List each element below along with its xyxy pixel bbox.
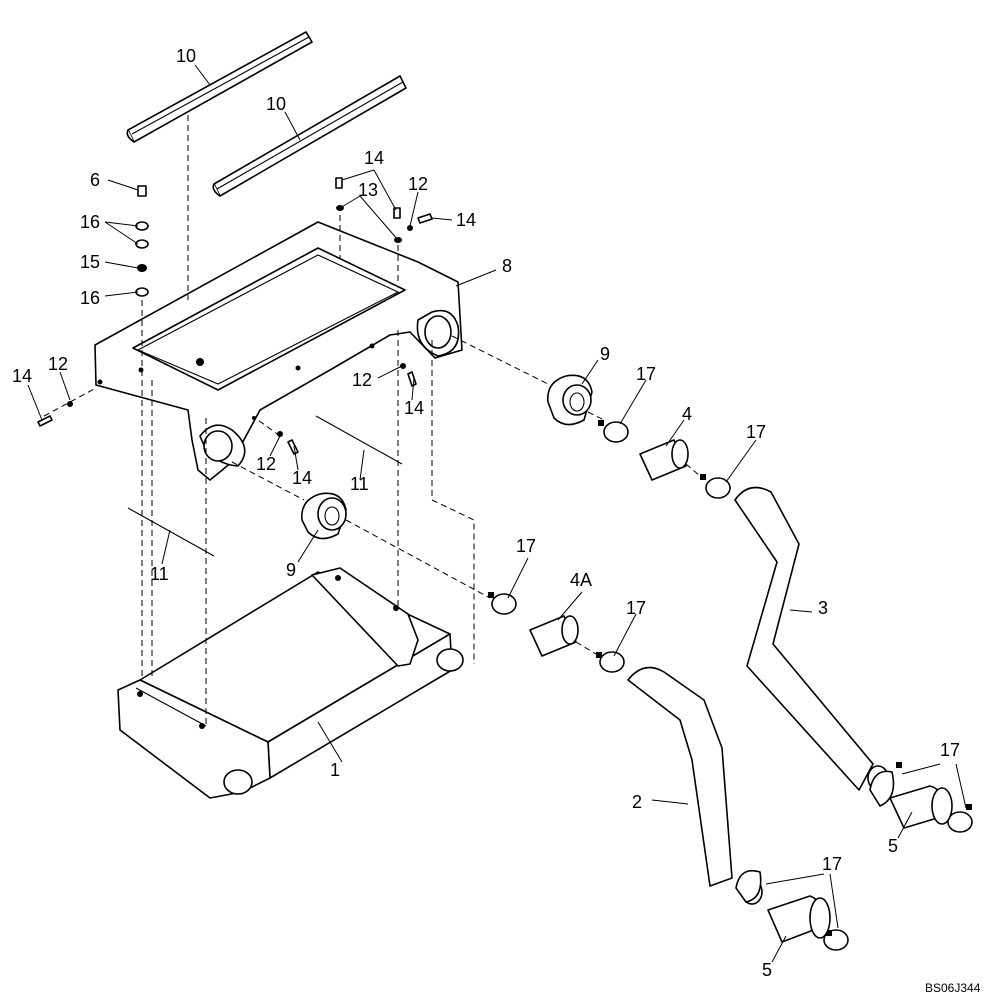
callout-label: 12 (408, 174, 428, 194)
callout-label: 6 (90, 170, 100, 190)
callout-label: 9 (600, 344, 610, 364)
coupler-4a (529, 615, 579, 657)
drawing-reference-code: BS06J344 (925, 981, 981, 995)
callout-label: 4A (570, 570, 592, 590)
callout-label: 17 (636, 364, 656, 384)
callout-label: 17 (940, 740, 960, 760)
callout-label: 12 (352, 370, 372, 390)
callout-label: 16 (80, 288, 100, 308)
weather-strip-lower (212, 75, 407, 197)
callout-label: 5 (762, 960, 772, 980)
seal-strip-right (315, 415, 403, 465)
callout-label: 17 (822, 854, 842, 874)
callout-label: 9 (286, 560, 296, 580)
leader-lines (27, 64, 967, 963)
callout-label: 4 (682, 404, 692, 424)
callout-label: 12 (256, 454, 276, 474)
callout-label: 8 (502, 256, 512, 276)
callout-label: 14 (456, 210, 476, 230)
callout-label: 5 (888, 836, 898, 856)
callout-label: 1 (330, 760, 340, 780)
callout-label: 14 (404, 398, 424, 418)
seal-strip-left (127, 507, 215, 557)
callout-label: 14 (292, 468, 312, 488)
grommet-lower (301, 492, 347, 540)
callout-labels: 10 10 6 16 15 16 14 13 12 14 8 14 12 12 … (12, 46, 960, 980)
callout-label: 10 (176, 46, 196, 66)
callout-label: 14 (364, 148, 384, 168)
hose-3 (734, 486, 953, 829)
callout-label: 15 (80, 252, 100, 272)
grommet-upper (547, 374, 593, 426)
callout-label: 11 (150, 564, 169, 584)
callout-label: 17 (746, 422, 766, 442)
assembly-guide-lines (43, 115, 701, 724)
callout-label: 12 (48, 354, 68, 374)
callout-label: 10 (266, 94, 286, 114)
coupler-4 (639, 439, 689, 481)
callout-label: 11 (350, 474, 369, 494)
callout-label: 17 (626, 598, 646, 618)
callout-label: 3 (818, 598, 828, 618)
callout-label: 13 (358, 180, 378, 200)
callout-label: 16 (80, 212, 100, 232)
weather-strip-upper (126, 31, 313, 143)
intercooler (117, 567, 464, 799)
callout-label: 2 (632, 792, 642, 812)
hose-2 (627, 666, 831, 943)
callout-label: 14 (12, 366, 32, 386)
callout-label: 17 (516, 536, 536, 556)
mounting-plate (94, 221, 463, 481)
